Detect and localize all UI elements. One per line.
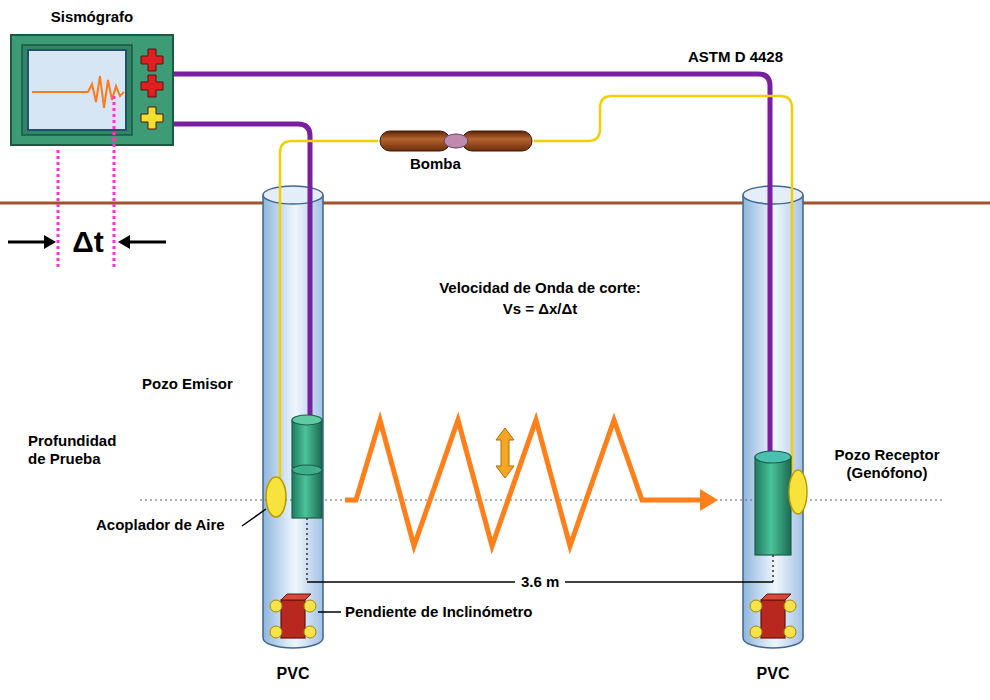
ground-line	[0, 202, 990, 205]
control-button	[141, 75, 163, 97]
geophone-cylinder	[755, 457, 791, 555]
depth-label: Profundidad de Prueba	[28, 432, 134, 468]
inclinometer	[281, 600, 305, 638]
seismograph: Sismógrafo	[10, 8, 174, 146]
arrow-head	[118, 235, 130, 249]
emitter-cylinder	[292, 465, 322, 475]
guide-wheel	[270, 600, 282, 612]
guide-wheel	[784, 626, 796, 638]
arrow-head	[700, 489, 718, 511]
device-title: Sismógrafo	[10, 8, 174, 26]
borehole: PVC	[742, 185, 804, 683]
dimension-label: 3.6 m	[515, 573, 565, 591]
leader-line	[318, 611, 341, 613]
tube-opening	[263, 186, 323, 204]
seismograph-face	[12, 36, 172, 144]
signal-trace	[32, 76, 124, 108]
guide-wheel	[304, 600, 316, 612]
time-label: Δt	[64, 224, 112, 260]
tube-drawing	[742, 185, 804, 650]
cable	[534, 96, 792, 185]
pump: Bomba	[378, 129, 534, 173]
time-marker	[113, 96, 116, 270]
emitter-cylinder	[292, 420, 322, 468]
emitter-cylinder	[292, 415, 322, 425]
emitter-cylinder	[292, 470, 322, 518]
depth-line	[140, 499, 945, 500]
pump-drawing	[378, 129, 534, 153]
particle-motion-arrow	[496, 428, 514, 478]
tube-drawing	[262, 185, 324, 650]
screen-bezel	[22, 45, 132, 135]
shear-wave	[345, 420, 702, 546]
tube-label: PVC	[742, 664, 804, 683]
screen	[28, 50, 126, 130]
arrow-head	[44, 235, 56, 249]
tube-label: PVC	[262, 664, 324, 683]
control-button	[141, 49, 163, 71]
cable	[174, 124, 310, 185]
seismograph-frame	[10, 34, 174, 146]
formula: Vs = Δx/Δt	[370, 300, 710, 318]
pump-cylinder	[462, 131, 532, 151]
dimension-extension	[772, 555, 774, 582]
part-label: Acoplador de Aire	[96, 516, 225, 534]
dimension-extension	[306, 518, 308, 582]
control-button	[141, 107, 163, 129]
cable	[280, 141, 378, 185]
borehole: PVC	[262, 185, 324, 683]
tube-body	[263, 195, 323, 648]
tube-opening	[743, 186, 803, 204]
cable	[308, 185, 313, 418]
pump-body	[378, 129, 534, 153]
pump-cylinder	[380, 131, 450, 151]
guide-wheel	[750, 600, 762, 612]
tube-body	[743, 195, 803, 648]
cable	[174, 74, 770, 185]
inclinometer	[761, 594, 791, 600]
air-coupler	[789, 470, 807, 514]
cable	[768, 185, 773, 455]
well-label: Pozo Emisor	[142, 375, 233, 393]
dimension-arrow	[128, 241, 166, 244]
formula-title: Velocidad de Onda de corte:	[370, 279, 710, 297]
dimension-arrow	[8, 241, 46, 244]
guide-wheel	[750, 626, 762, 638]
air-coupler	[266, 477, 286, 517]
standard-label: ASTM D 4428	[688, 48, 783, 66]
pvc-tube	[742, 185, 804, 650]
guide-wheel	[270, 626, 282, 638]
guide-wheel	[304, 626, 316, 638]
pump-joint	[444, 134, 468, 148]
geophone-cylinder	[755, 451, 791, 463]
leader-line	[242, 509, 266, 526]
part-label: Pendiente de Inclinómetro	[345, 603, 533, 621]
guide-wheel	[784, 600, 796, 612]
inclinometer	[761, 600, 785, 638]
time-marker	[57, 150, 60, 270]
inclinometer	[281, 594, 311, 600]
well-label: Pozo Receptor (Genófono)	[812, 446, 962, 482]
pvc-tube	[262, 185, 324, 650]
cable	[279, 185, 282, 478]
cable	[791, 185, 794, 471]
pump-label: Bomba	[378, 155, 534, 173]
